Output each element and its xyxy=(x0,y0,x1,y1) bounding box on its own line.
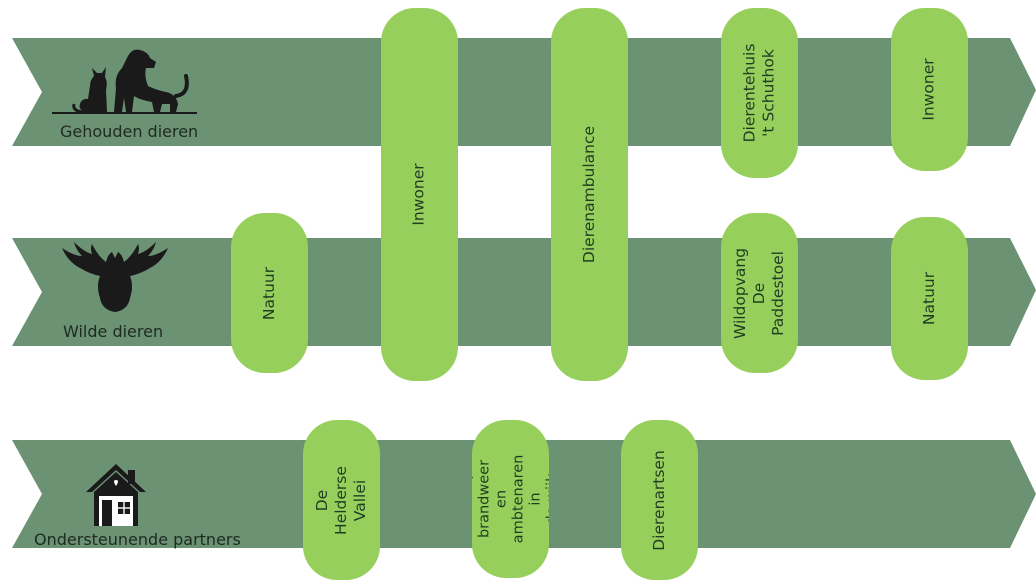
owl-icon xyxy=(62,242,168,312)
pill-natuur-wild-left: Natuur xyxy=(231,213,308,373)
house-icon xyxy=(86,464,146,526)
pill-inwoner-right: Inwoner xyxy=(891,8,968,171)
pill-politie-brandweer: Politie, brandweer en ambtenaren in de w… xyxy=(472,420,549,578)
pill-wildopvang: Wildopvang De Paddestoel xyxy=(721,213,798,373)
pill-natuur-wild-right: Natuur xyxy=(891,217,968,380)
pill-inwoner-tall: Inwoner xyxy=(381,8,458,381)
pill-dierenartsen: Dierenartsen xyxy=(621,420,698,580)
row-label-partners: Ondersteunende partners xyxy=(34,530,241,549)
row-label-kept-animals: Gehouden dieren xyxy=(60,122,199,141)
pill-helderse-vallei: De Helderse Vallei xyxy=(303,420,380,580)
pill-dierenambulance: Dierenambulance xyxy=(551,8,628,381)
row-label-wild-animals: Wilde dieren xyxy=(63,322,164,341)
cat-and-dog-icon xyxy=(52,49,197,114)
pill-dierentehuis: Dierentehuis 't Schuthok xyxy=(721,8,798,178)
